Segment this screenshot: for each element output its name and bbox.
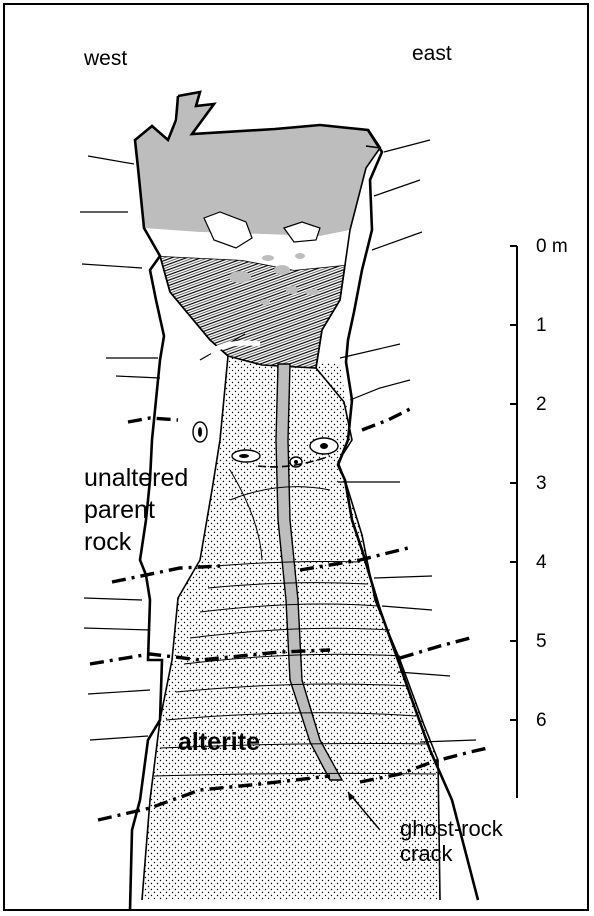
scale-tick-0: 0 m bbox=[536, 236, 568, 257]
label-west: west bbox=[84, 47, 127, 71]
label-line: unaltered bbox=[84, 462, 188, 494]
label-line: parent bbox=[84, 494, 188, 526]
grey-soil-cap bbox=[135, 92, 380, 236]
label-unaltered-parent-rock: unaltered parent rock bbox=[84, 462, 188, 558]
label-line: ghost-rock bbox=[400, 816, 503, 841]
label-ghost-rock-crack: ghost-rock crack bbox=[400, 816, 503, 866]
scale-tick-3: 3 bbox=[536, 473, 547, 494]
scale-tick-2: 2 bbox=[536, 394, 547, 415]
scale-tick-5: 5 bbox=[536, 631, 547, 652]
scale-tick-1: 1 bbox=[536, 315, 547, 336]
label-line: crack bbox=[400, 841, 503, 866]
label-alterite: alterite bbox=[178, 728, 260, 757]
scale-tick-4: 4 bbox=[536, 552, 547, 573]
label-east: east bbox=[412, 42, 452, 66]
scale-tick-6: 6 bbox=[536, 710, 547, 731]
depth-scale: 0 m 1 2 3 4 5 6 bbox=[510, 236, 568, 798]
label-line: rock bbox=[84, 526, 188, 558]
funnel-fill bbox=[160, 256, 345, 368]
